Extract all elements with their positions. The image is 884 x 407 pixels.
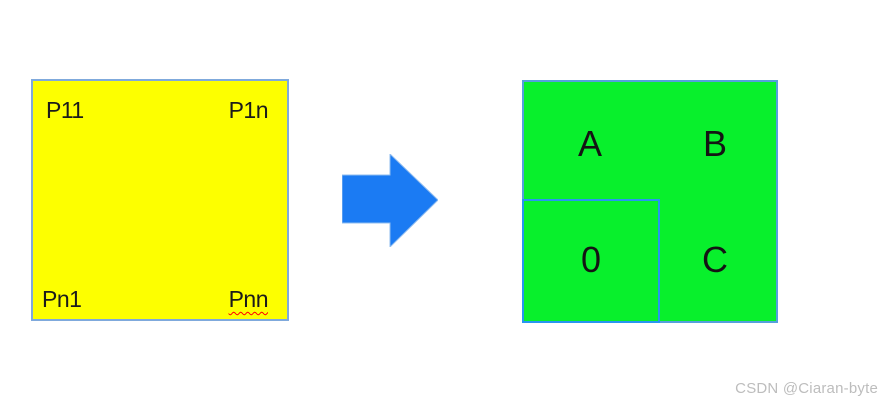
source-label-bottom-left: Pn1 — [42, 286, 82, 312]
result-label-zero: 0 — [580, 239, 602, 280]
right-block-arrow-icon — [342, 154, 438, 247]
result-label-b: B — [702, 123, 728, 164]
result-label-c: C — [702, 239, 728, 280]
source-matrix-box: P11 P1n Pn1 Pnn — [31, 79, 289, 321]
source-label-top-right: P1n — [228, 97, 269, 123]
result-label-a: A — [577, 123, 603, 164]
csdn-watermark: CSDN @Ciaran-byte — [735, 380, 878, 397]
source-label-top-left: P11 — [46, 97, 84, 123]
result-sub-block-outline — [522, 199, 660, 323]
source-label-bottom-right: Pnn — [228, 286, 269, 312]
result-matrix-box: A B 0 C — [522, 80, 778, 323]
